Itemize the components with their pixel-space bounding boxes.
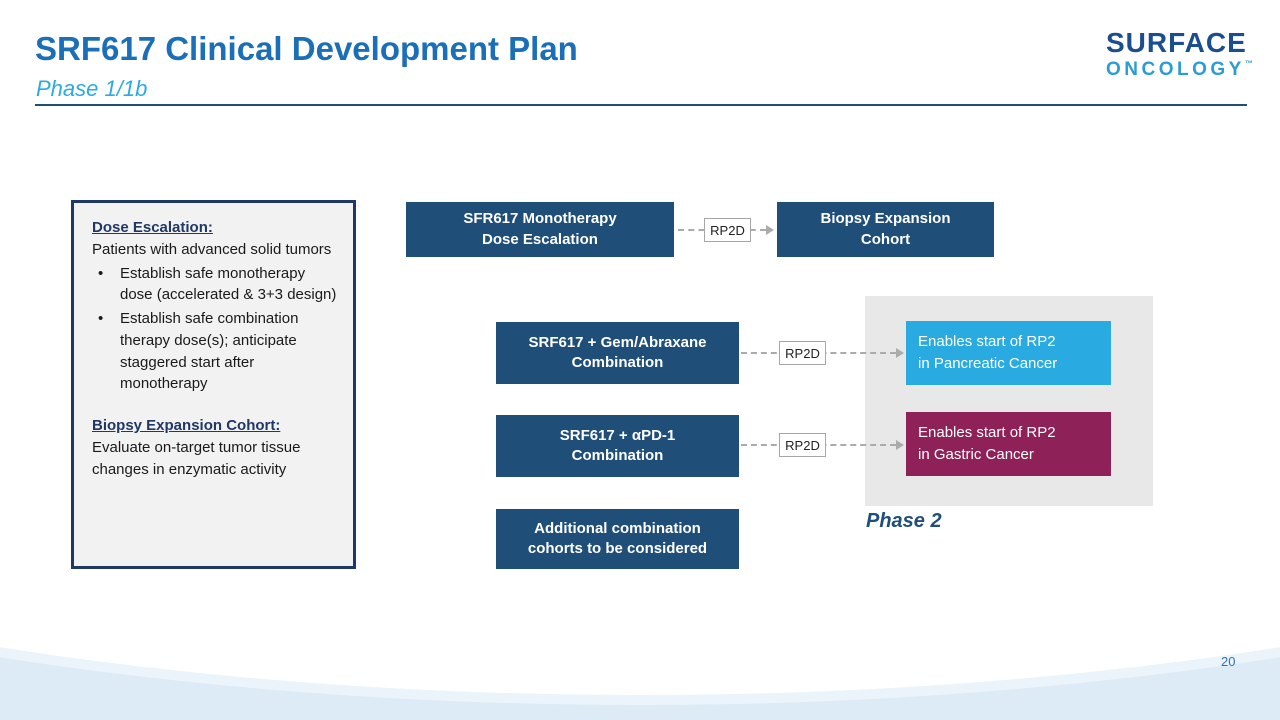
pancreatic-cancer-rp2-box: Enables start of RP2 in Pancreatic Cance… <box>906 321 1111 385</box>
list-item: Establish safe monotherapy dose (acceler… <box>92 263 337 307</box>
page-title: SRF617 Clinical Development Plan <box>35 30 578 67</box>
apd1-combination-box: SRF617 + αPD-1 Combination <box>496 415 739 477</box>
monotherapy-dose-escalation-box: SFR617 Monotherapy Dose Escalation <box>406 202 674 257</box>
dose-escalation-bullet-list: Establish safe monotherapy dose (acceler… <box>92 263 337 396</box>
arrow-head-icon <box>896 440 904 450</box>
info-panel: Dose Escalation: Patients with advanced … <box>71 200 356 569</box>
phase2-label: Phase 2 <box>866 510 942 532</box>
gem-abraxane-combination-box: SRF617 + Gem/Abraxane Combination <box>496 322 739 384</box>
arrow-head-icon <box>896 348 904 358</box>
list-item-text: Establish safe monotherapy dose (acceler… <box>120 264 337 304</box>
header-divider <box>35 104 1247 106</box>
page-number: 20 <box>1221 654 1236 669</box>
rp2d-label: RP2D <box>704 218 751 242</box>
logo-oncology-text: ONCOLOGY™ <box>1106 59 1253 80</box>
logo-surface-text: SURFACE <box>1106 27 1247 58</box>
biopsy-expansion-cohort-box: Biopsy Expansion Cohort <box>777 202 994 257</box>
surface-oncology-logo: SURFACE ONCOLOGY™ <box>1106 27 1253 80</box>
dose-escalation-intro: Patients with advanced solid tumors <box>92 240 332 258</box>
rp2d-label: RP2D <box>779 433 826 457</box>
additional-cohorts-box: Additional combination cohorts to be con… <box>496 509 739 569</box>
gastric-cancer-rp2-box: Enables start of RP2 in Gastric Cancer <box>906 412 1111 476</box>
rp2d-label: RP2D <box>779 341 826 365</box>
arrow-head-icon <box>766 225 774 235</box>
biopsy-cohort-heading: Biopsy Expansion Cohort: <box>92 417 281 434</box>
list-item-text: Establish safe combination therapy dose(… <box>120 310 299 393</box>
trademark-symbol: ™ <box>1244 59 1253 68</box>
page-subtitle: Phase 1/1b <box>36 76 148 101</box>
logo-oncology-word: ONCOLOGY <box>1106 59 1245 80</box>
list-item: Establish safe combination therapy dose(… <box>92 308 337 395</box>
dose-escalation-heading: Dose Escalation: <box>92 219 213 236</box>
biopsy-cohort-text: Evaluate on-target tumor tissue changes … <box>92 438 301 478</box>
